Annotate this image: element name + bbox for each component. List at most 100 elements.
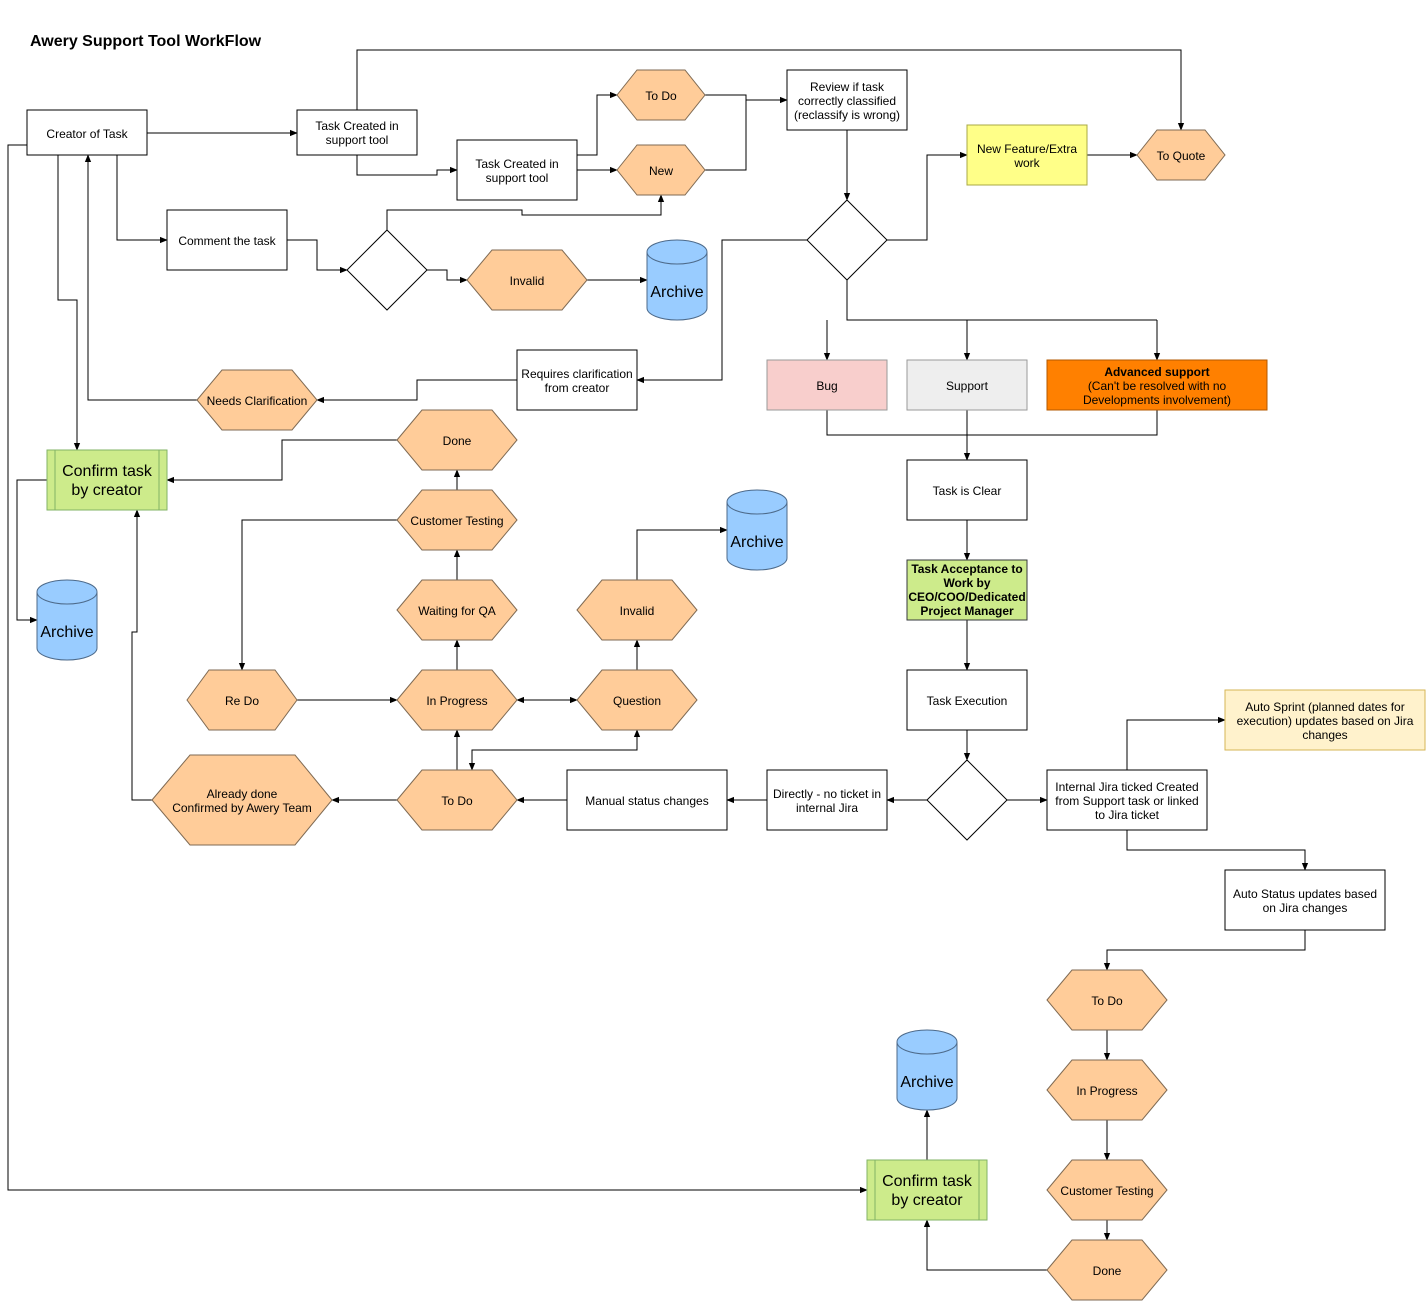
edge-already-to-confirm-left — [131, 509, 152, 801]
node-done-right: Done — [1046, 1239, 1168, 1301]
node-label-line: Review if task — [810, 80, 885, 94]
node-label-line: support tool — [486, 171, 549, 185]
node-label: Bug — [816, 379, 837, 393]
node-to-quote: To Quote — [1136, 129, 1226, 181]
node-todo-middle: To Do — [396, 769, 518, 831]
edge-question-to-todo — [468, 729, 641, 771]
node-label: In Progress — [1076, 1084, 1137, 1098]
edge-status-to-todo — [1103, 930, 1306, 971]
node-label-line: work — [1013, 156, 1040, 170]
node-label: To Do — [645, 89, 677, 103]
node-label-line: Auto Sprint (planned dates for — [1245, 700, 1404, 714]
node-label: Archive — [900, 1074, 953, 1091]
archive-top: Archive — [646, 239, 708, 321]
node-auto-sprint: Auto Sprint (planned dates for execution… — [1224, 689, 1426, 751]
node-label-line: by creator — [71, 482, 143, 499]
edge-decision-to-new — [386, 194, 665, 230]
node-label-line: changes — [1302, 728, 1347, 742]
edge-jira-to-sprint — [1126, 716, 1226, 770]
node-label-line: (reclassify is wrong) — [794, 108, 900, 122]
node-new-feature: New Feature/Extra work — [966, 124, 1088, 186]
node-label: Comment the task — [178, 234, 276, 248]
decision-comment — [346, 229, 428, 311]
node-advanced-support: Advanced support (Can't be resolved with… — [1046, 359, 1268, 411]
edge-needs-to-creator — [84, 154, 197, 401]
node-label-line: Requires clarification — [521, 367, 632, 381]
node-confirm-left: Confirm task by creator — [46, 449, 168, 511]
node-label: Archive — [650, 284, 703, 301]
node-comment-task: Comment the task — [166, 209, 288, 271]
node-label: Done — [443, 434, 472, 448]
nodes: Creator of Task Task Created in support … — [26, 69, 1426, 1301]
node-label-line: New Feature/Extra — [977, 142, 1077, 156]
node-label: Support — [946, 379, 989, 393]
node-label-line: from creator — [545, 381, 610, 395]
node-in-progress-right: In Progress — [1046, 1059, 1168, 1121]
node-label: To Do — [1091, 994, 1123, 1008]
node-invalid-middle: Invalid — [576, 579, 698, 641]
node-needs-clarification: Needs Clarification — [196, 369, 318, 431]
node-done-middle: Done — [396, 409, 518, 471]
node-question: Question — [576, 669, 698, 731]
node-label-line: correctly classified — [798, 94, 896, 108]
node-new: New — [616, 144, 706, 196]
node-label: Invalid — [510, 274, 545, 288]
edge-invalid-to-archive-m — [636, 526, 728, 580]
archive-left: Archive — [36, 579, 98, 661]
node-auto-status: Auto Status updates based on Jira change… — [1224, 869, 1386, 931]
connectors — [7, 49, 1309, 1271]
node-support: Support — [906, 359, 1028, 411]
node-label: Customer Testing — [1060, 1184, 1153, 1198]
node-label: New — [649, 164, 673, 178]
node-customer-testing-right: Customer Testing — [1046, 1159, 1168, 1221]
node-label-line: Confirm task — [62, 463, 153, 480]
node-todo-top: To Do — [616, 69, 706, 121]
node-waiting-qa: Waiting for QA — [396, 579, 518, 641]
node-label-line: execution) updates based on Jira — [1237, 714, 1414, 728]
node-jira-ticket: Internal Jira ticked Created from Suppor… — [1046, 769, 1208, 831]
edge-comment-to-decision — [287, 239, 348, 274]
node-label: Archive — [40, 624, 93, 641]
node-task-execution: Task Execution — [906, 669, 1028, 731]
node-label-line: Auto Status updates based — [1233, 887, 1377, 901]
diagram-title: Awery Support Tool WorkFlow — [30, 33, 262, 50]
edge-todo-new-join — [705, 94, 747, 171]
edge-done-to-confirm-bottom — [923, 1219, 1047, 1271]
node-task-clear: Task is Clear — [906, 459, 1028, 521]
node-requires-clarification: Requires clarification from creator — [516, 349, 638, 411]
node-directly-no-ticket: Directly - no ticket in internal Jira — [766, 769, 888, 831]
archive-middle: Archive — [726, 489, 788, 571]
edge-jira-to-status — [1126, 830, 1309, 871]
node-label-line: Work by — [943, 576, 990, 590]
node-label-line: Confirm task — [882, 1173, 973, 1190]
node-label: Archive — [730, 534, 783, 551]
node-label: To Do — [441, 794, 473, 808]
node-label: Question — [613, 694, 661, 708]
node-label: To Quote — [1157, 149, 1206, 163]
node-label: Creator of Task — [46, 127, 128, 141]
edge-created1-to-quote — [356, 49, 1185, 131]
edge-creator-to-confirm-bottom — [7, 144, 868, 1194]
node-review-classification: Review if task correctly classified (rec… — [786, 69, 908, 131]
node-todo-right: To Do — [1046, 969, 1168, 1031]
node-label-line: by creator — [891, 1192, 963, 1209]
edge-confirm-to-archive-left — [16, 479, 47, 624]
node-in-progress-middle: In Progress — [396, 669, 518, 731]
node-label-line: Directly - no ticket in — [773, 787, 881, 801]
node-label-line: from Support task or linked — [1055, 794, 1198, 808]
node-redo: Re Do — [186, 669, 298, 731]
node-label: Advanced support — [1104, 365, 1209, 379]
node-label-line: on Jira changes — [1263, 901, 1348, 915]
node-invalid-top: Invalid — [466, 249, 588, 311]
node-label-line: Developments involvement) — [1083, 393, 1231, 407]
node-label-line: Confirmed by Awery Team — [172, 801, 312, 815]
decision-classification — [806, 199, 888, 281]
node-label-line: Task Created in — [315, 119, 398, 133]
node-customer-testing-middle: Customer Testing — [396, 489, 518, 551]
node-label-line: support tool — [326, 133, 389, 147]
node-label-line: Internal Jira ticked Created — [1055, 780, 1198, 794]
node-label: Customer Testing — [410, 514, 503, 528]
node-label: Task is Clear — [933, 484, 1002, 498]
edge-requires-to-needs — [316, 379, 517, 404]
